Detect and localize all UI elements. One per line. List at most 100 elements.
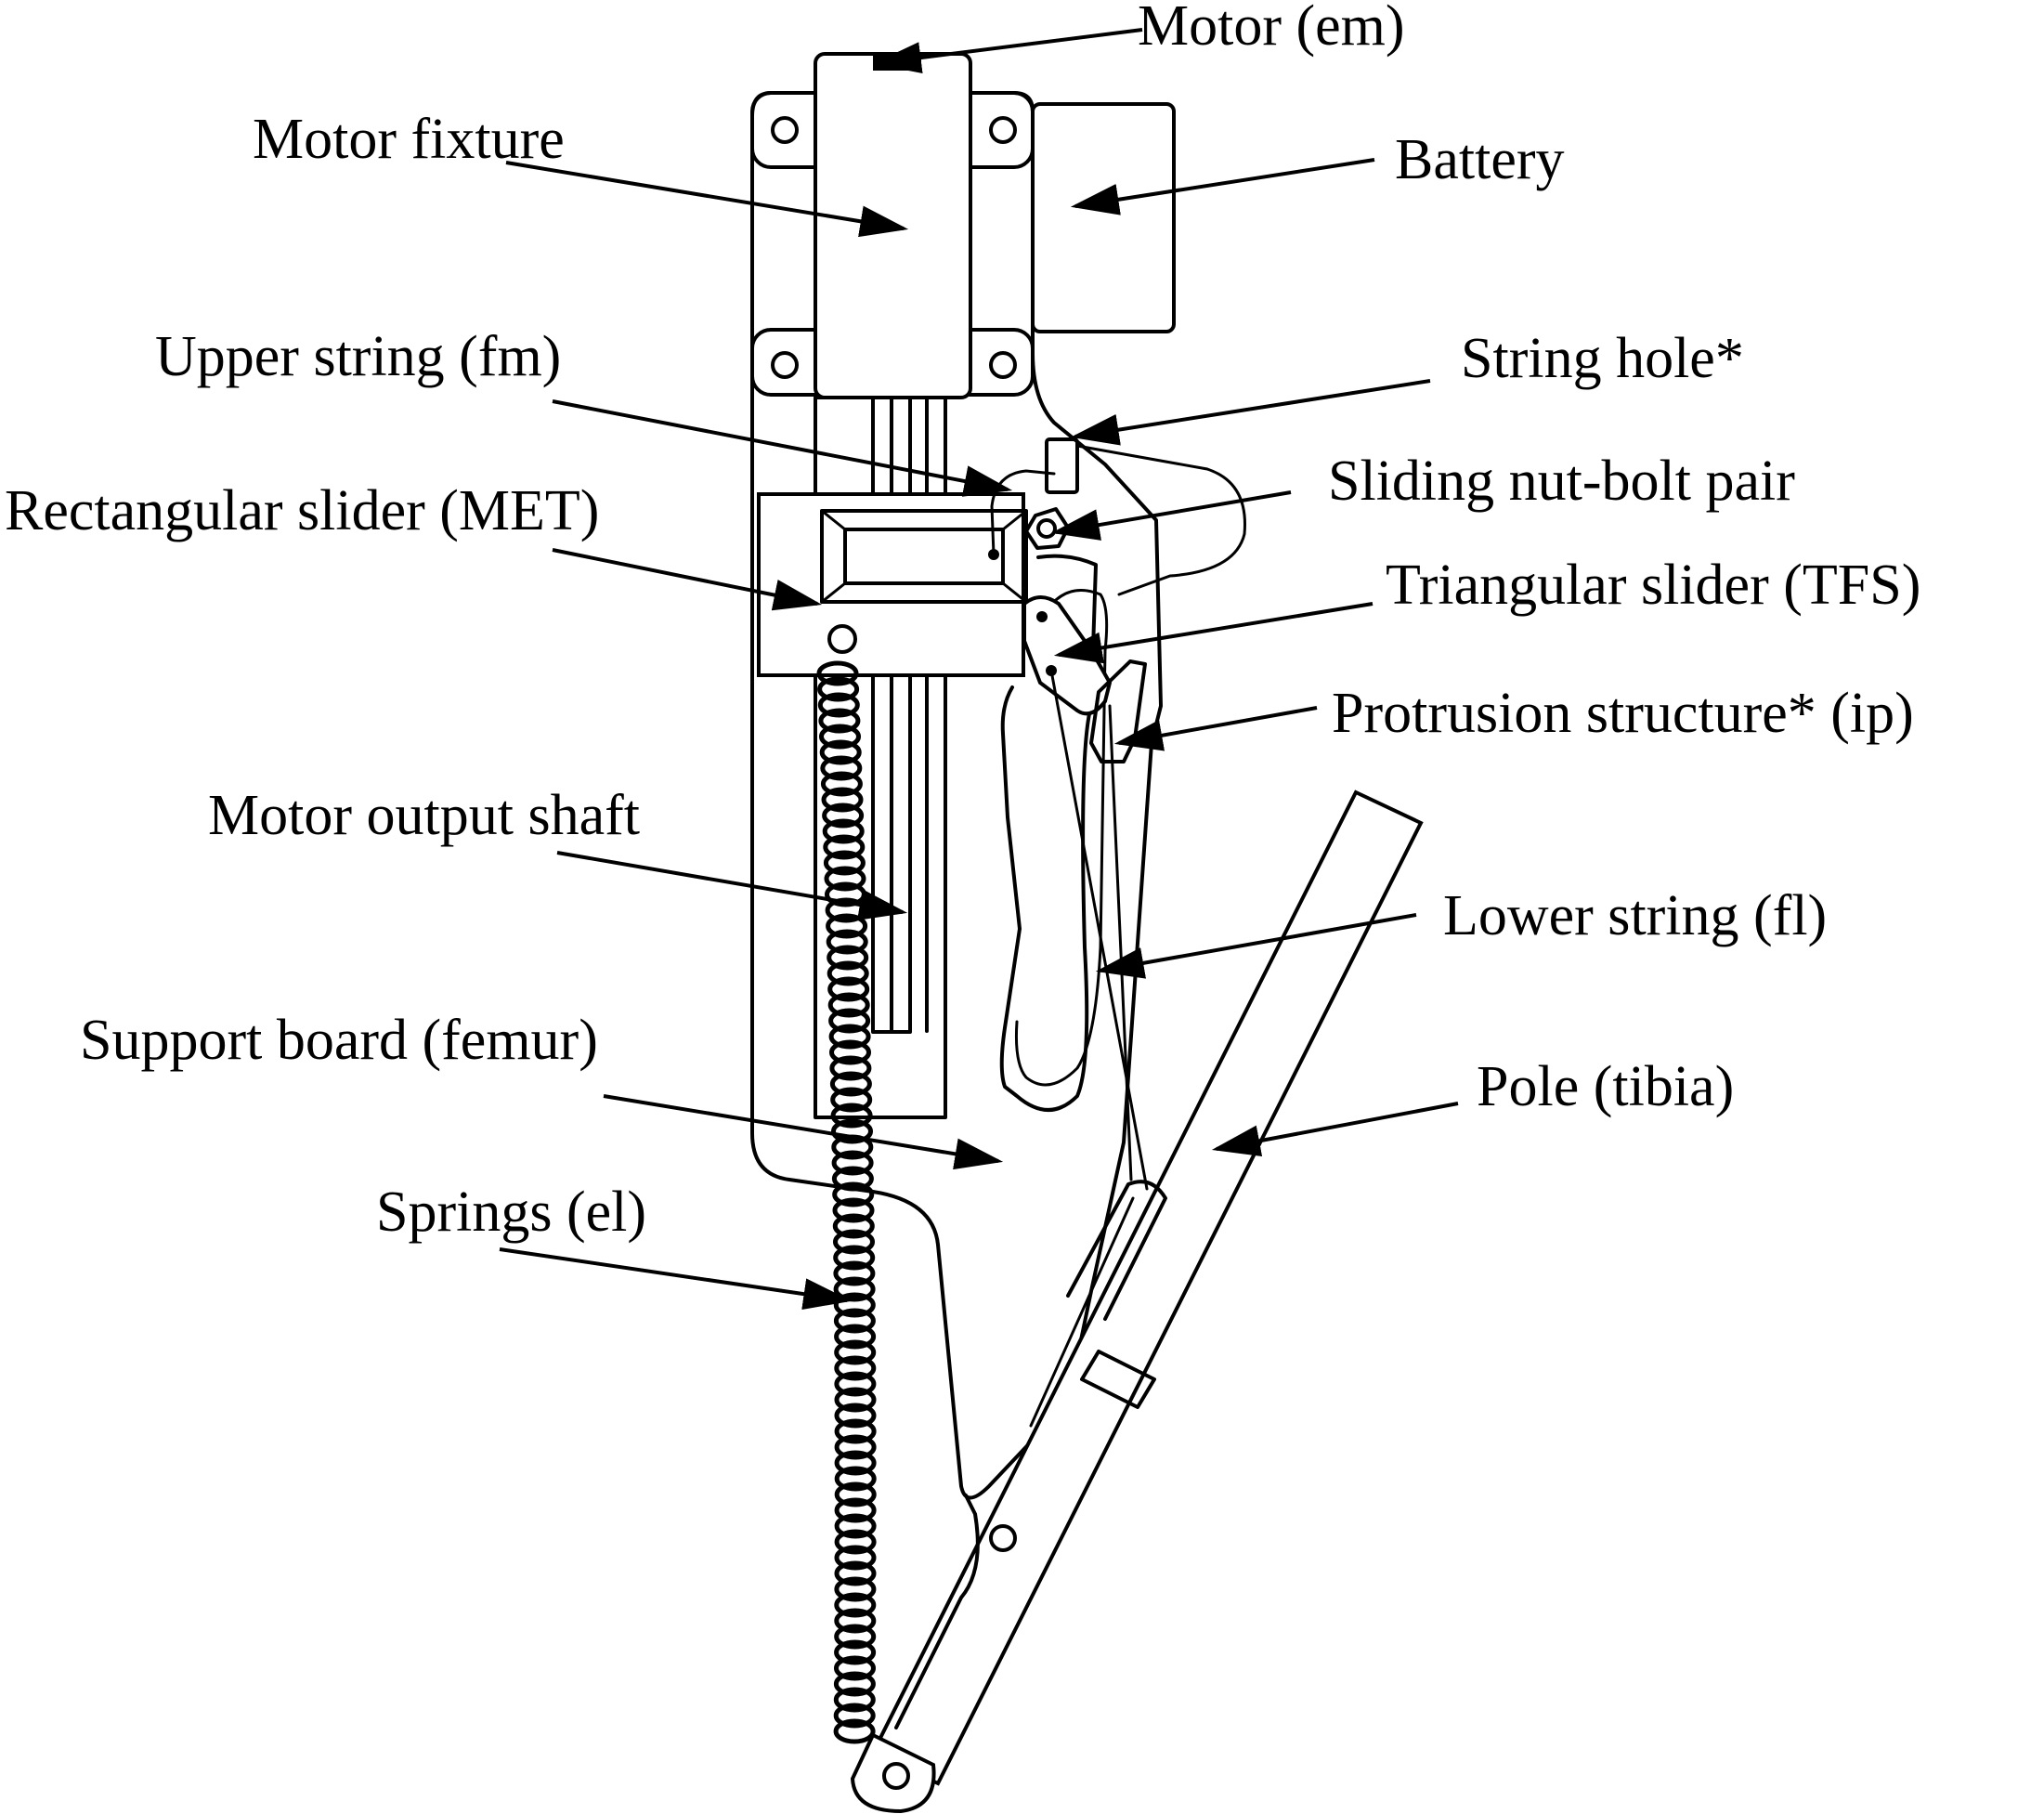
string-hole (1045, 437, 1079, 494)
spring-coil (831, 1118, 873, 1144)
pole-collar (1080, 1350, 1156, 1409)
leader-upper-string (552, 399, 1013, 497)
spring-coil (833, 1229, 875, 1255)
spring-coil (831, 1166, 874, 1192)
spring-coil (833, 1671, 876, 1697)
slider-window-outer (820, 509, 1028, 604)
spring-coil (832, 1197, 875, 1223)
pole-sleeve (1066, 1180, 1167, 1321)
spring-coil (831, 1150, 874, 1176)
label-protrusion: Protrusion structure* (ip) (1332, 682, 1914, 745)
leader-rect-slider (552, 548, 823, 611)
label-springs: Springs (el) (376, 1181, 646, 1244)
spring-coil (823, 850, 866, 876)
label-battery: Battery (1395, 128, 1565, 191)
spring-coil (817, 692, 860, 718)
spring-coil (834, 1339, 877, 1365)
foot-hole (882, 1762, 910, 1790)
spring-coil (834, 1624, 877, 1650)
lower-string (1049, 669, 1149, 1191)
spring-coil (834, 1481, 877, 1507)
slider-hole (827, 624, 857, 654)
label-string-hole: String hole* (1461, 327, 1744, 390)
spring-coil (834, 1592, 877, 1618)
spring-coil (833, 1687, 876, 1713)
slider-window-inner (843, 528, 1005, 585)
lower-string-return (1108, 704, 1133, 1181)
spring-coil (828, 1024, 871, 1050)
leader-motor-shaft (556, 851, 908, 920)
leader-lines (499, 28, 1459, 1311)
spring-coil (833, 1245, 876, 1271)
window-bevel-1 (820, 509, 847, 531)
label-pole: Pole (tibia) (1477, 1055, 1734, 1118)
spring-coil (834, 1655, 876, 1681)
label-lower-string: Lower string (fl) (1443, 884, 1827, 947)
label-rect-slider: Rectangular slider (MET) (5, 479, 599, 542)
spring-coil (819, 724, 861, 750)
spring-coil (833, 1703, 876, 1729)
spring-coil (833, 1718, 876, 1744)
window-bevel-4 (1001, 581, 1028, 604)
label-motor-fixture: Motor fixture (253, 108, 565, 171)
spring-coil (833, 1308, 876, 1334)
spring-coil (821, 787, 864, 813)
spring-coil (834, 1355, 877, 1381)
springs (816, 660, 877, 1744)
leader-sliding-nut (1050, 490, 1292, 541)
spring-coil (829, 1039, 871, 1065)
spring-coil (817, 676, 860, 702)
screw-hole-tr (989, 116, 1017, 144)
spring-coil (830, 1087, 873, 1113)
spring-coil (834, 1576, 877, 1602)
spring-coil (828, 1008, 871, 1034)
spring-coil (833, 1260, 876, 1286)
spring-coil (834, 1608, 877, 1634)
leader-tri-slider (1053, 602, 1374, 664)
leader-protrusion (1113, 706, 1318, 751)
leader-motor (872, 28, 1143, 74)
spring-coil (826, 913, 868, 939)
leader-battery (1070, 158, 1375, 215)
leader-lower-string (1095, 913, 1417, 979)
spring-coil (823, 834, 866, 860)
spring-coil (826, 929, 868, 955)
leader-support-board (603, 1094, 1004, 1170)
spring-coil (827, 992, 870, 1018)
spring-coil (818, 708, 861, 734)
spring-coil (827, 960, 869, 986)
label-motor-shaft: Motor output shaft (208, 784, 640, 847)
spring-coil (834, 1418, 877, 1444)
sliding-bolt (1036, 518, 1057, 539)
spring-coil (832, 1181, 875, 1207)
window-bevel-2 (1001, 509, 1028, 531)
spring-coil (834, 1466, 877, 1492)
leader-motor-fixture (505, 161, 909, 238)
spring-coil (834, 1497, 877, 1523)
label-upper-string: Upper string (fm) (155, 325, 561, 388)
spring-coil (834, 1434, 877, 1460)
spring-coil (834, 1403, 877, 1429)
spring-coil (820, 755, 863, 781)
spring-coil (834, 1371, 877, 1397)
spring-coil (834, 1560, 877, 1586)
label-motor: Motor (em) (1138, 0, 1405, 58)
label-sliding-nut: Sliding nut-bolt pair (1328, 450, 1795, 513)
spring-coil (834, 1545, 877, 1571)
spring-coil (834, 1387, 877, 1413)
label-support-board: Support board (femur) (80, 1009, 598, 1072)
spring-coil (829, 1055, 872, 1081)
sliding-nut (1024, 507, 1070, 550)
spring-coil (822, 803, 865, 829)
spring-coil (827, 945, 869, 971)
battery (1031, 102, 1176, 333)
spring-coil (820, 771, 863, 797)
window-bevel-3 (820, 581, 847, 604)
spring-coil (834, 1529, 877, 1555)
tri-slider-pin-top (1036, 611, 1048, 622)
pole-sleeve-edge (1029, 1196, 1135, 1428)
leader-pole (1211, 1102, 1459, 1157)
spring-coil (834, 1324, 877, 1350)
